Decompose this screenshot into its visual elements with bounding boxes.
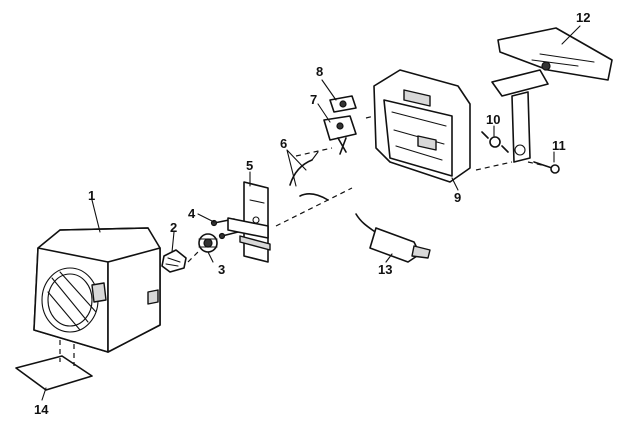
callout-2: 2 — [170, 220, 177, 235]
leader-lines — [41, 25, 581, 401]
part-11-bolt — [533, 161, 560, 174]
part-13-plug — [355, 213, 431, 263]
part-5-bracket — [227, 181, 271, 263]
callout-10: 10 — [486, 112, 500, 127]
part-12-clamp — [491, 27, 613, 163]
part-3-socket — [198, 233, 218, 253]
part-6-spring-clips — [289, 151, 329, 201]
part-2-bulb — [161, 249, 187, 273]
callout-1: 1 — [88, 188, 95, 203]
part-9-rear-housing — [373, 69, 471, 183]
callout-7: 7 — [310, 92, 317, 107]
part-8-switch — [329, 95, 357, 113]
callout-6: 6 — [280, 136, 287, 151]
assembly-lines — [59, 115, 547, 366]
part-14-lens-sheet — [15, 355, 93, 391]
part-10-wing-nut — [481, 131, 509, 153]
callout-9: 9 — [454, 190, 461, 205]
callout-8: 8 — [316, 64, 323, 79]
callout-12: 12 — [576, 10, 590, 25]
callout-11: 11 — [552, 138, 566, 153]
part-7-contact-plate — [323, 115, 357, 155]
callout-labels: 1 2 3 4 5 6 7 8 9 10 11 12 13 14 — [34, 10, 590, 417]
callout-13: 13 — [378, 262, 392, 277]
callout-3: 3 — [218, 262, 225, 277]
callout-5: 5 — [246, 158, 253, 173]
callout-4: 4 — [188, 206, 196, 221]
callout-14: 14 — [34, 402, 49, 417]
part-1-lamp-housing — [33, 227, 161, 353]
